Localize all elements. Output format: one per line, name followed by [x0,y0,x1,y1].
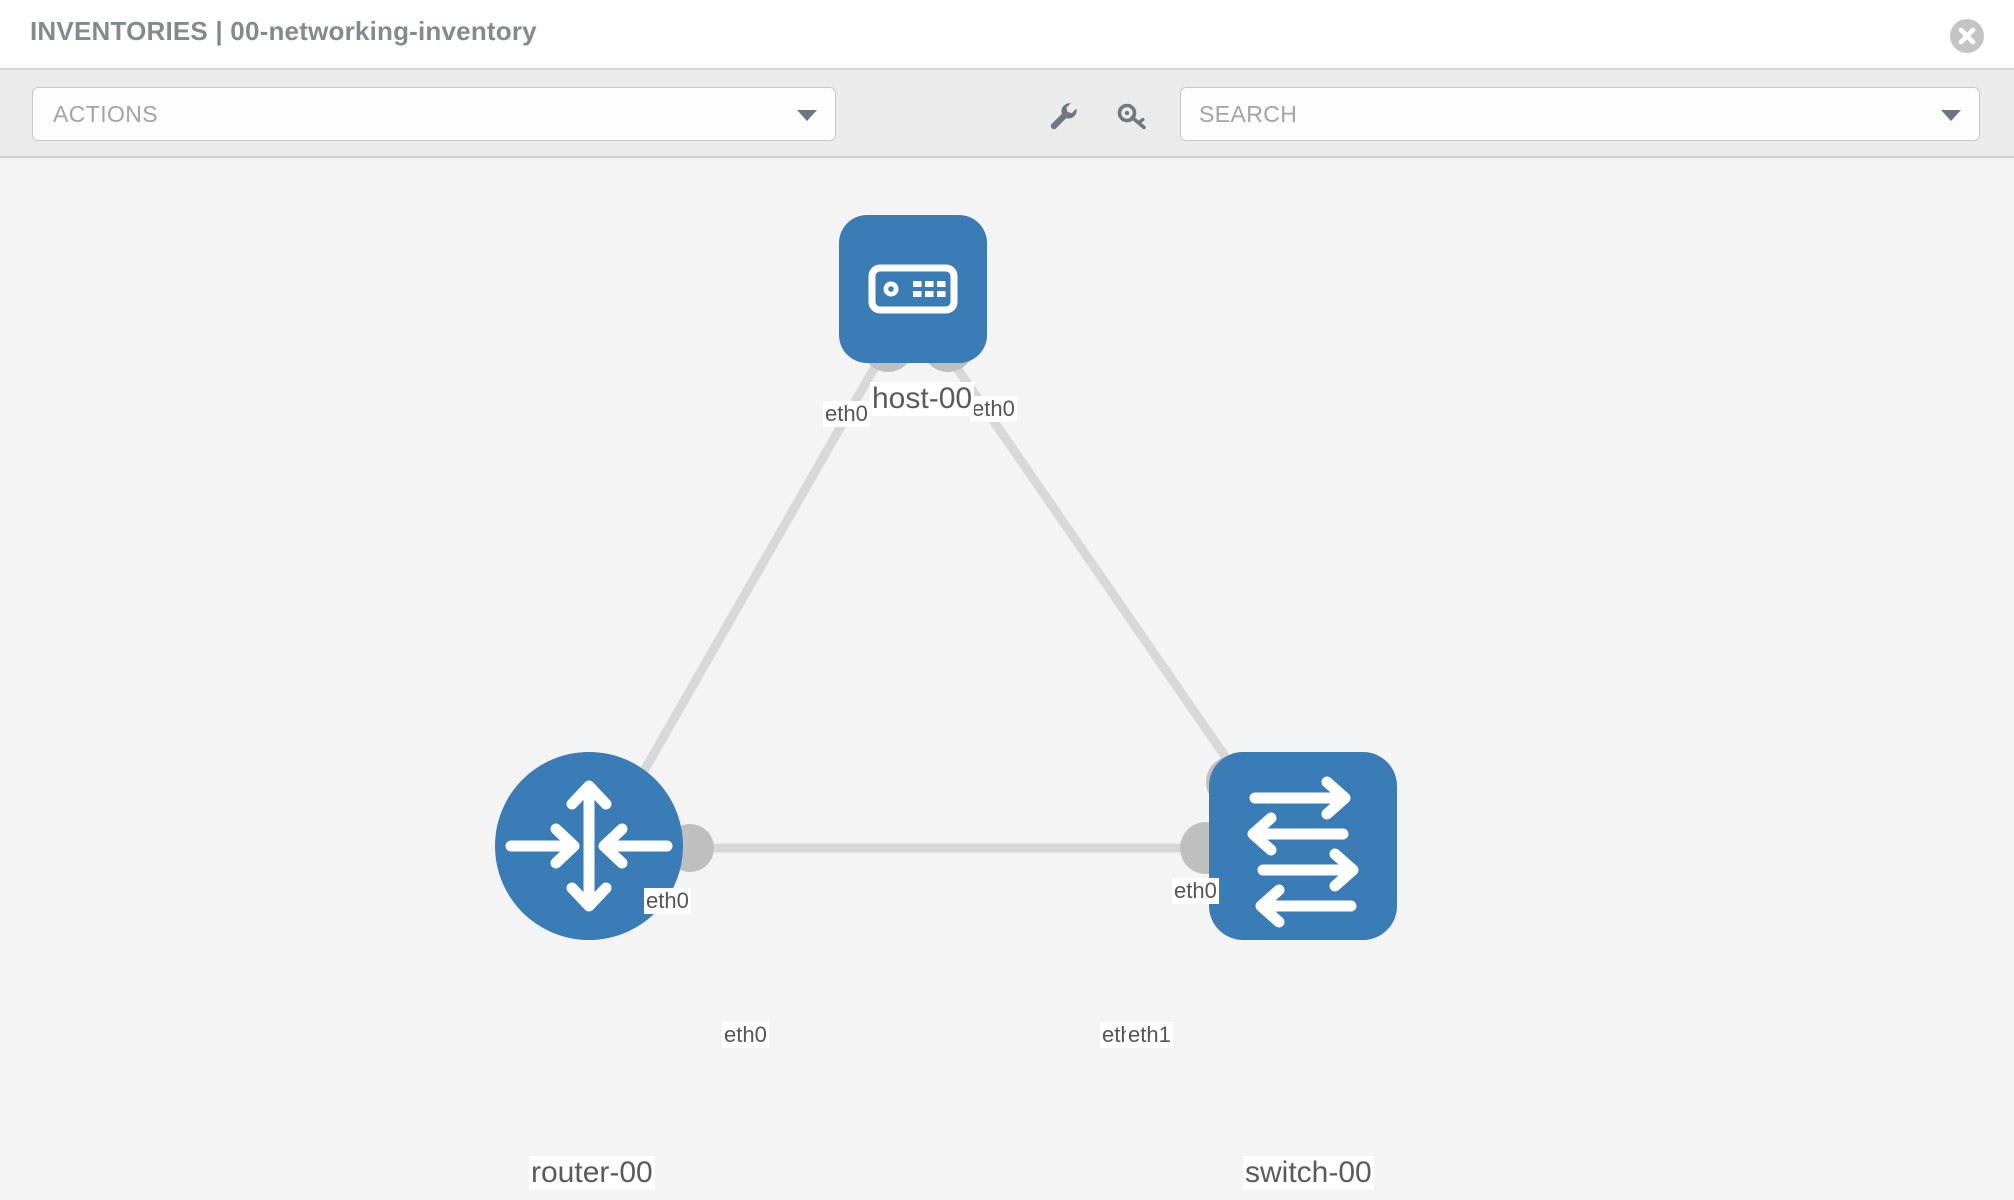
switch-arrows-icon [1247,776,1359,928]
link-host00-router00[interactable] [636,355,884,781]
wrench-button[interactable] [1046,98,1082,134]
edge-label-router00-eth0: eth0 [722,1022,769,1048]
edge-label-switch00-uplink-eth0: eth0 [1172,878,1219,904]
node-host-00[interactable] [839,215,987,363]
close-icon [1958,27,1976,45]
actions-dropdown-label: ACTIONS [53,101,159,127]
wrench-icon [1050,103,1077,130]
edge-label-host00-eth0-right: eth0 [970,396,1017,422]
link-host00-switch00[interactable] [946,355,1244,781]
edge-label-host00-eth0-left: eth0 [823,401,870,427]
topology-graph [495,215,1397,940]
search-input[interactable]: SEARCH [1180,87,1980,141]
router-arrows-icon [505,780,673,912]
actions-dropdown[interactable]: ACTIONS [32,87,836,141]
node-switch-00[interactable] [1209,752,1397,940]
key-button[interactable] [1114,98,1150,134]
search-chevron-down-icon[interactable] [1941,110,1961,121]
node-label-host-00: host-00 [870,382,975,416]
server-icon [868,264,958,314]
search-placeholder: SEARCH [1199,101,1298,127]
edge-label-router00-uplink-eth0: eth0 [644,888,691,914]
toolbar: ACTIONS SEARCH [0,70,2014,158]
chevron-down-icon [797,110,817,121]
key-icon [1117,103,1146,130]
close-button[interactable] [1950,19,1984,53]
node-router-00[interactable] [495,752,683,940]
page-title: INVENTORIES | 00-networking-inventory [30,16,537,46]
node-label-router-00: router-00 [529,1156,655,1190]
topology-links [636,355,1244,853]
topology-canvas[interactable]: eth0 eth0 eth0 eth0 eth0 eth eth1 host-0… [0,158,2014,1200]
page-header: INVENTORIES | 00-networking-inventory [0,0,2014,70]
edge-label-switch00-eth1: eth1 [1126,1022,1173,1048]
node-label-switch-00: switch-00 [1243,1156,1374,1190]
